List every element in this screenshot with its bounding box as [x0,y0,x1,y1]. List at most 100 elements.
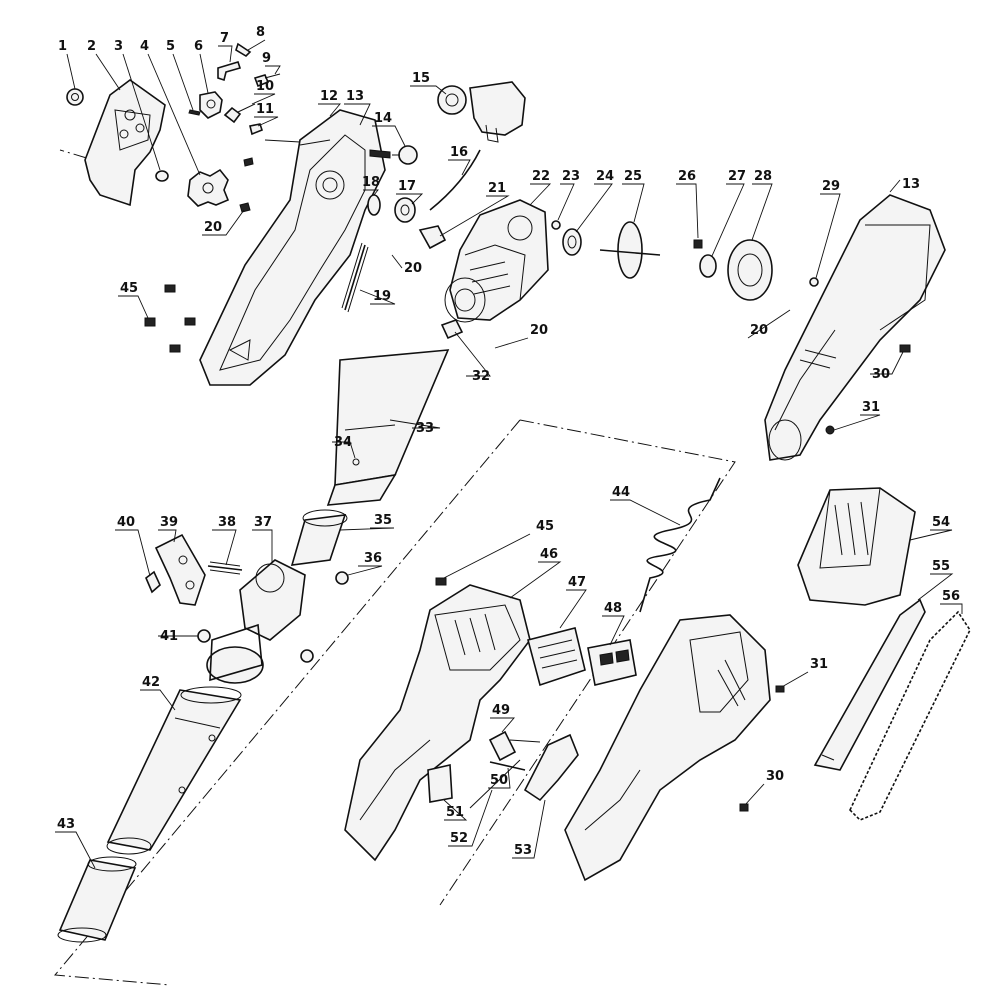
part-8-clip [235,39,266,58]
part-7-bracket [217,45,242,82]
callout-1: 1 [58,39,67,54]
callout-11: 11 [256,102,274,117]
repeated-callout-leaders [391,254,809,812]
part-49-lock-pin [488,717,541,762]
part-2-front-guard [84,53,166,207]
part-38-spring [207,529,243,575]
part-47-battery-terminal [527,589,587,687]
callout-labels: 1 2 3 4 5 6 7 8 9 10 11 12 13 14 15 16 1… [57,25,960,858]
part-50-spring [488,761,526,789]
callout-31-b: 31 [810,657,828,672]
callout-35: 35 [374,513,392,528]
part-36-nut [335,565,383,585]
callout-9: 9 [262,51,271,66]
callout-47: 47 [568,575,586,590]
callout-56: 56 [942,589,960,604]
callout-12: 12 [320,89,338,104]
part-12-left-housing [199,103,386,386]
callout-32: 32 [472,369,490,384]
callout-29: 29 [822,179,840,194]
part-22-motor-gearbox [444,183,552,323]
part-51-switch [427,764,468,821]
part-44-coiled-cable [610,477,721,613]
callout-45: 45 [120,281,138,296]
callout-24: 24 [596,169,614,184]
callout-38: 38 [218,515,236,530]
callout-7: 7 [220,31,229,46]
callout-14: 14 [374,111,392,126]
callout-49: 49 [492,703,510,718]
callout-27: 27 [728,169,746,184]
part-40-pin [115,529,161,594]
callout-13-b: 13 [902,177,920,192]
part-11-pin [249,116,279,136]
part-4-sprocket [147,53,230,207]
callout-40: 40 [117,515,135,530]
callout-13: 13 [346,89,364,104]
part-13-housing-screw-row [344,103,391,159]
part-43-extension-tube [55,831,137,943]
callout-16: 16 [450,145,468,160]
part-53-trigger [512,733,579,859]
callout-41: 41 [160,629,178,644]
part-30-screw [870,344,911,375]
part-13-right-motor-housing [764,179,946,461]
callout-28: 28 [754,169,772,184]
part-14-switch-button [372,125,418,165]
part-20-screw [202,157,254,236]
part-39-clamp-lever [154,529,206,606]
part-1-nut [66,53,84,106]
callout-5: 5 [166,39,175,54]
callout-46: 46 [540,547,558,562]
callout-22: 22 [532,169,550,184]
callout-25: 25 [624,169,642,184]
callout-39: 39 [160,515,178,530]
part-24-bearing [562,183,613,256]
callout-8: 8 [256,25,265,40]
callout-31: 31 [862,400,880,415]
callout-55: 55 [932,559,950,574]
callout-17: 17 [398,179,416,194]
callout-42: 42 [142,675,160,690]
callout-44: 44 [612,485,630,500]
part-45-screw [118,284,196,353]
part-28-sprocket-cover [727,183,773,301]
part-34-pin-hole [332,441,360,466]
callout-33: 33 [416,421,434,436]
part-32-clip [440,319,491,377]
callout-10: 10 [256,79,274,94]
callout-34: 34 [334,435,352,450]
part-55-guide-bar [813,573,954,771]
part-29-nut [809,193,841,287]
part-3-washer [122,53,169,182]
part-26-screw [676,183,703,249]
callout-19: 19 [373,289,391,304]
callout-21: 21 [488,181,506,196]
part-17-spacer [394,193,424,223]
part-16-wire [429,149,481,211]
callout-30-b: 30 [766,769,784,784]
part-41-knob [158,629,314,663]
callout-20-b: 20 [404,261,422,276]
part-42-outer-tube [106,686,242,855]
callout-3: 3 [114,39,123,54]
part-33-inner-tube [326,349,450,506]
callout-43: 43 [57,817,75,832]
part-48-control-board [587,615,637,686]
callout-53: 53 [514,843,532,858]
part-10-screw [223,93,276,124]
callout-37: 37 [254,515,272,530]
callout-45-b: 45 [536,519,554,534]
part-19-spring [341,242,396,313]
callout-51: 51 [446,805,464,820]
callout-36: 36 [364,551,382,566]
callout-20-c: 20 [530,323,548,338]
part-52-trigger-lock [448,759,521,847]
part-21-connector [418,195,510,250]
part-23-pin [551,183,575,230]
callout-48: 48 [604,601,622,616]
callout-52: 52 [450,831,468,846]
part-56-saw-chain [849,603,971,821]
callout-30: 30 [872,367,890,382]
callout-23: 23 [562,169,580,184]
